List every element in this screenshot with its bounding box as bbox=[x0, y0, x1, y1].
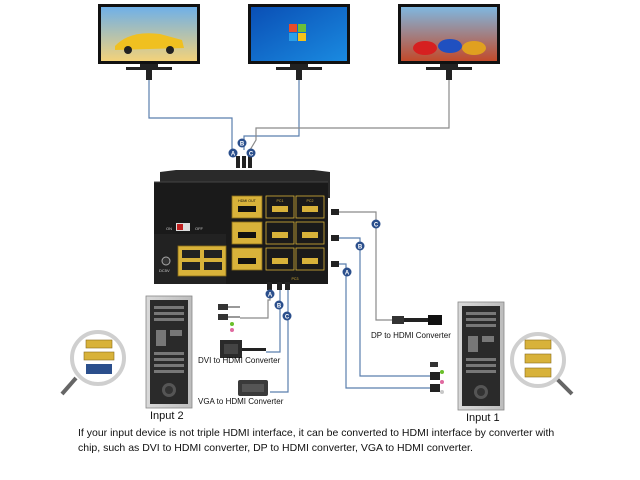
dp-converter-icon bbox=[392, 315, 442, 325]
badge-bottom-c-label: C bbox=[285, 315, 290, 321]
badge-bottom-a-label: A bbox=[268, 293, 273, 299]
badge-right-a: A bbox=[342, 267, 352, 277]
badge-top-b-label: B bbox=[240, 142, 245, 148]
badge-bottom-a: A bbox=[265, 289, 275, 299]
input1-pc-tower bbox=[457, 301, 505, 411]
pc-ports bbox=[265, 195, 325, 271]
badge-right-a-label: A bbox=[345, 271, 350, 277]
vga-converter-label: VGA to HDMI Converter bbox=[198, 397, 284, 406]
dc-label: DC5V bbox=[159, 268, 170, 273]
monitor-right bbox=[398, 4, 500, 70]
pc1-label: PC1 bbox=[277, 199, 284, 203]
badge-top-c-label: C bbox=[249, 152, 254, 158]
monitor-connectors bbox=[146, 70, 452, 168]
usb-port-block bbox=[177, 245, 227, 277]
badge-top-c: C bbox=[246, 148, 256, 158]
input2-audio-usb-plugs bbox=[218, 304, 240, 332]
kvm-switch: ON OFF DC5V HDMI OUT bbox=[154, 170, 330, 284]
monitor-center bbox=[248, 4, 350, 70]
magnifier-right-icon bbox=[510, 332, 574, 396]
input1-audio-usb-plugs bbox=[430, 362, 444, 394]
badge-right-c-label: C bbox=[374, 223, 379, 229]
power-on-label: ON bbox=[166, 226, 172, 231]
hdmi-out-ports bbox=[231, 195, 263, 271]
magnifier-left-icon bbox=[60, 330, 126, 396]
input1-cables bbox=[336, 211, 430, 389]
badge-bottom-c: C bbox=[282, 311, 292, 321]
badge-right-b: B bbox=[355, 241, 365, 251]
caption-text: If your input device is not triple HDMI … bbox=[78, 427, 555, 454]
dc-jack-icon bbox=[161, 256, 171, 266]
dvi-converter-label: DVI to HDMI Converter bbox=[198, 356, 281, 365]
monitor-cables bbox=[148, 72, 450, 151]
badge-bottom-b: B bbox=[274, 300, 284, 310]
badge-top-b: B bbox=[237, 138, 247, 148]
pc2-label: PC2 bbox=[307, 199, 314, 203]
input2-pc-tower bbox=[145, 295, 193, 409]
monitor-left bbox=[98, 4, 200, 70]
badge-top-a-label: A bbox=[231, 152, 236, 158]
input1-label: Input 1 bbox=[466, 412, 500, 424]
power-off-label: OFF bbox=[195, 226, 204, 231]
power-switch-icon bbox=[176, 223, 190, 231]
badge-right-c: C bbox=[371, 219, 381, 229]
hdmi-out-label: HDMI OUT bbox=[238, 199, 257, 203]
badge-bottom-b-label: B bbox=[277, 304, 282, 310]
input2-label: Input 2 bbox=[150, 410, 184, 422]
dvi-converter-icon bbox=[220, 340, 266, 358]
dp-converter-label: DP to HDMI Converter bbox=[371, 331, 451, 340]
pc3-label: PC3 bbox=[292, 277, 299, 281]
badge-top-a: A bbox=[228, 148, 238, 158]
windows-logo-icon bbox=[289, 24, 306, 41]
badge-right-b-label: B bbox=[358, 245, 363, 251]
vga-converter-icon bbox=[238, 380, 268, 396]
